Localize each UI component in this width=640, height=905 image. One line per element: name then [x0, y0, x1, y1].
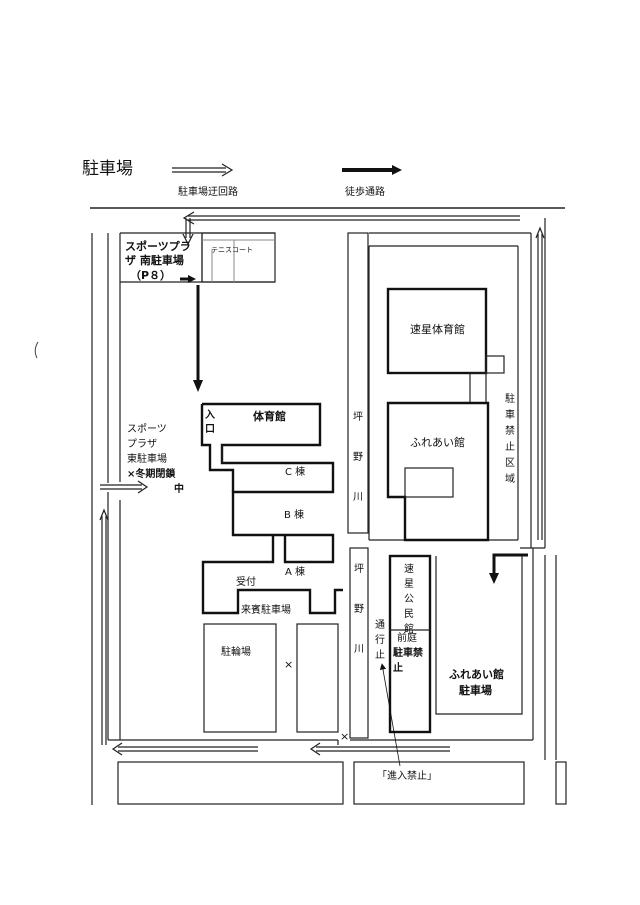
bottom-road [117, 761, 567, 805]
tsubono-river-lower: 坪 野 川 [349, 547, 369, 739]
gymnasium-complex: 入 口 体育館 C 棟 B 棟 A 棟 受付 来賓駐車場 [200, 402, 343, 616]
no-through-traffic: 通 行 止 [375, 619, 385, 661]
front-no-parking-1: 駐車禁 [393, 646, 423, 659]
no-through-char-2: 行 [375, 633, 385, 646]
no-entry-callout: 「進入禁止」 [377, 663, 437, 782]
fureai-parking-label-2: 駐車場 [459, 683, 492, 697]
no-entry-label: 「進入禁止」 [377, 770, 437, 782]
east-parking: スポーツ プラザ 東駐車場 ×冬期閉鎖 中 [127, 423, 184, 495]
community-hall: 速 星 公 民 館 前庭 駐車禁 止 [388, 554, 432, 734]
detour-top-arrow-icon [182, 211, 520, 246]
east-parking-label-1: スポーツ [127, 423, 167, 435]
walkway-arrow-bend-icon [489, 553, 528, 584]
no-parking-zone: 駐 車 禁 止 区 域 [505, 392, 515, 485]
detour-bottom-mid-arrow-icon [309, 742, 450, 756]
cross-mark-2: × [340, 730, 349, 743]
gym-label: 体育館 [253, 409, 286, 423]
river-upper-char-3: 川 [353, 492, 363, 503]
south-parking-label-3: （P８） [130, 269, 171, 282]
building-b-label: B 棟 [284, 508, 304, 521]
no-parking-char-5: 区 [505, 457, 515, 469]
fureai-hall-label: ふれあい館 [410, 435, 465, 449]
east-parking-closed-1: ×冬期閉鎖 [127, 467, 176, 480]
no-parking-char-4: 止 [505, 441, 515, 453]
cross-mark-1: × [284, 658, 293, 671]
east-parking-closed-2: 中 [174, 482, 184, 495]
legend-detour-arrow-icon [172, 163, 234, 177]
walkway-arrow-right-icon [180, 275, 196, 283]
east-parking-label-2: プラザ [127, 438, 157, 450]
river-upper-char-1: 坪 [353, 410, 363, 423]
legend-walkway-arrow-icon [342, 165, 402, 175]
tsubono-river-upper: 坪 野 川 [347, 232, 369, 534]
fureai-hall: ふれあい館 [386, 401, 490, 542]
no-through-char-3: 止 [375, 649, 385, 661]
river-lower-char-1: 坪 [354, 562, 364, 575]
reception-label: 受付 [236, 575, 256, 588]
guest-parking-label: 来賓駐車場 [241, 603, 291, 616]
tennis-court: テニスコート [201, 232, 276, 283]
south-parking-label-2: ザ 南駐車場 [125, 253, 184, 267]
no-parking-char-6: 域 [505, 472, 515, 485]
river-lower-char-2: 野 [354, 603, 364, 615]
walkway-arrow-down-icon [193, 285, 203, 392]
tennis-court-label: テニスコート [211, 246, 253, 254]
scan-mark [34, 341, 39, 359]
map-title: 駐車場 [82, 159, 133, 179]
detour-right-up-arrow-icon [535, 226, 545, 540]
gym-entrance-label-2: 口 [205, 424, 215, 435]
community-hall-char-4: 民 [404, 608, 414, 620]
front-yard-label: 前庭 [397, 631, 417, 644]
fureai-parking-label-1: ふれあい館 [449, 667, 504, 681]
front-no-parking-2: 止 [393, 661, 403, 674]
no-through-char-1: 通 [375, 619, 385, 631]
detour-bottom-left-arrow-icon [111, 742, 258, 756]
south-parking-label-1: スポーツプラ [125, 239, 191, 253]
building-a-label: A 棟 [285, 565, 305, 578]
no-parking-char-1: 駐 [505, 392, 515, 405]
hayaboshi-gym-label: 速星体育館 [410, 322, 465, 336]
river-upper-char-2: 野 [353, 451, 363, 463]
building-c-label: C 棟 [285, 465, 305, 478]
east-parking-label-3: 東駐車場 [127, 452, 167, 465]
detour-right-arrow-icon [100, 480, 149, 494]
fureai-parking: ふれあい館 駐車場 [435, 556, 523, 715]
community-hall-char-1: 速 [404, 563, 414, 575]
legend-walkway-label: 徒歩通路 [345, 185, 385, 198]
south-parking: スポーツプラ ザ 南駐車場 （P８） [120, 239, 275, 283]
bicycle-parking-label: 駐輪場 [221, 645, 251, 658]
bicycle-parking: 駐輪場 × × [203, 623, 349, 743]
road-outlines [91, 218, 557, 805]
community-hall-char-2: 星 [404, 578, 414, 590]
community-hall-char-5: 館 [404, 622, 414, 635]
gym-entrance-label-1: 入 [205, 409, 215, 421]
river-lower-char-3: 川 [354, 644, 364, 655]
hayaboshi-gym: 速星体育館 [386, 287, 505, 404]
detour-up-arrow-icon [99, 508, 109, 745]
community-hall-char-3: 公 [404, 594, 414, 605]
no-parking-char-2: 車 [505, 408, 515, 421]
right-block [368, 232, 531, 541]
legend-detour-label: 駐車場迂回路 [178, 185, 238, 198]
no-parking-char-3: 禁 [505, 425, 515, 437]
